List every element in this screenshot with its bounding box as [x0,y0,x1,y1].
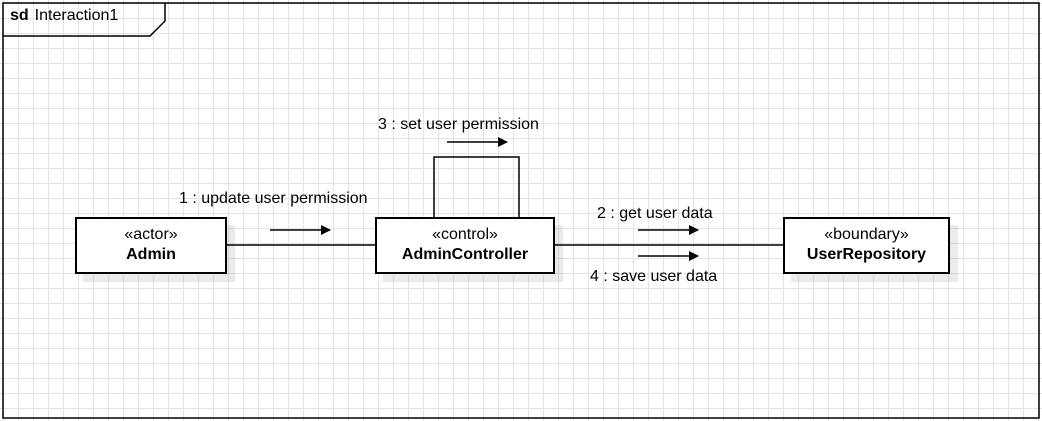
object-user-repository[interactable]: «boundary» UserRepository [783,217,950,274]
object-admin-stereotype: «actor» [124,226,178,243]
message-1-label: 1 : update user permission [179,190,368,207]
object-admin-controller-name: AdminController [401,246,529,263]
frame-keyword: sd [10,7,29,24]
frame-tag-border [3,3,166,37]
message-3-label: 3 : set user permission [378,116,539,133]
object-user-repository-stereotype: «boundary» [824,226,909,243]
object-admin[interactable]: «actor» Admin [75,217,227,274]
message-2-label: 2 : get user data [597,205,713,222]
link-self-loop [433,156,520,217]
object-user-repository-name: UserRepository [806,246,927,263]
message-4-label: 4 : save user data [590,268,718,285]
frame-tag: sd Interaction1 [10,7,118,25]
object-admin-controller[interactable]: «control» AdminController [375,217,555,274]
object-admin-name: Admin [126,246,176,263]
frame-title: Interaction1 [34,7,119,24]
object-admin-controller-stereotype: «control» [432,226,498,243]
